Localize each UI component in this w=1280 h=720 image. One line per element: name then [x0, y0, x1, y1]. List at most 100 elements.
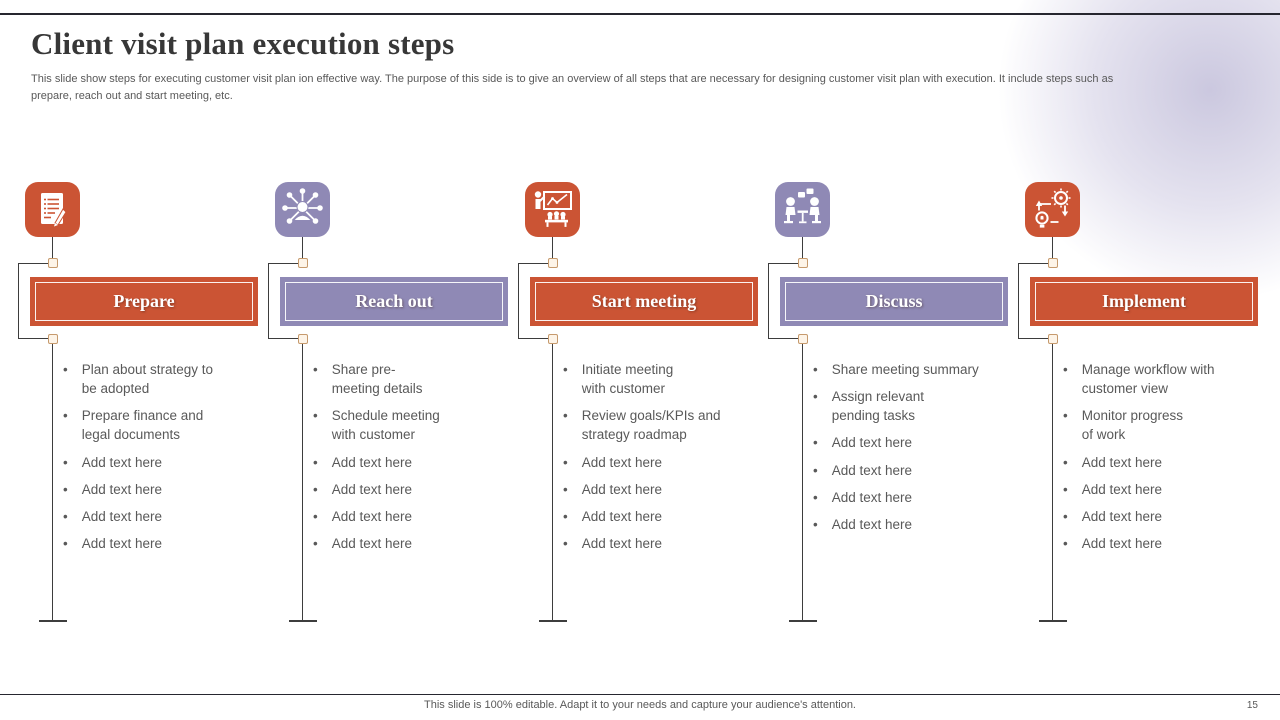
- connector-line: [552, 343, 553, 620]
- connector-line: [1052, 343, 1053, 620]
- list-item: Add text here: [63, 534, 263, 553]
- step-column-start-meeting: Start meeting Initiate meeting with cust…: [515, 0, 765, 645]
- connector-line: [302, 343, 303, 620]
- presentation-chart-icon: [525, 182, 580, 237]
- connector-node: [298, 258, 308, 268]
- connector-node: [798, 258, 808, 268]
- list-item: Add text here: [313, 453, 513, 472]
- list-item: Add text here: [563, 534, 763, 553]
- list-item: Review goals/KPIs and strategy roadmap: [563, 406, 763, 444]
- connector-node: [1048, 258, 1058, 268]
- step-banner-reach-out: Reach out: [280, 277, 508, 326]
- connector-line: [1018, 263, 1019, 339]
- workflow-cycle-icon: [1025, 182, 1080, 237]
- connector-node: [48, 258, 58, 268]
- list-item: Add text here: [813, 433, 1013, 452]
- connector-line: [518, 263, 519, 339]
- step-column-prepare: Prepare Plan about strategy to be adopte…: [15, 0, 265, 645]
- connector-line: [52, 237, 53, 260]
- list-item: Add text here: [563, 453, 763, 472]
- step-column-discuss: Discuss Share meeting summary Assign rel…: [765, 0, 1015, 645]
- list-item: Add text here: [813, 461, 1013, 480]
- connector-node: [798, 334, 808, 344]
- connector-line: [802, 237, 803, 260]
- list-item: Add text here: [1063, 480, 1263, 499]
- connector-line: [552, 237, 553, 260]
- connector-node: [48, 334, 58, 344]
- list-item: Add text here: [1063, 507, 1263, 526]
- connector-node: [298, 334, 308, 344]
- connector-end-tick: [539, 620, 567, 622]
- connector-line: [268, 338, 299, 339]
- page-number: 15: [1246, 700, 1258, 711]
- step-title: Implement: [1102, 291, 1186, 311]
- connector-line: [768, 263, 769, 339]
- list-item: Add text here: [313, 507, 513, 526]
- top-divider-line: [0, 13, 1280, 15]
- step-bullet-list: Initiate meeting with customer Review go…: [563, 360, 763, 561]
- list-item: Monitor progress of work: [1063, 406, 1263, 444]
- connector-line: [18, 338, 49, 339]
- connector-line: [302, 237, 303, 260]
- list-item: Add text here: [563, 480, 763, 499]
- list-item: Add text here: [813, 515, 1013, 534]
- connector-end-tick: [39, 620, 67, 622]
- list-item: Assign relevant pending tasks: [813, 387, 1013, 425]
- connector-line: [1018, 263, 1049, 264]
- slide-header: Client visit plan execution steps This s…: [31, 26, 1226, 104]
- connector-line: [518, 263, 549, 264]
- connector-node: [548, 334, 558, 344]
- footer-divider-line: [0, 694, 1280, 695]
- list-item: Add text here: [1063, 534, 1263, 553]
- list-item: Add text here: [1063, 453, 1263, 472]
- list-item: Plan about strategy to be adopted: [63, 360, 263, 398]
- step-banner-start-meeting: Start meeting: [530, 277, 758, 326]
- connector-line: [518, 338, 549, 339]
- connector-line: [1018, 338, 1049, 339]
- network-person-icon: [275, 182, 330, 237]
- connector-line: [18, 263, 49, 264]
- banner-inner-border: [35, 282, 253, 321]
- connector-node: [548, 258, 558, 268]
- connector-line: [802, 343, 803, 620]
- list-item: Share pre- meeting details: [313, 360, 513, 398]
- list-item: Prepare finance and legal documents: [63, 406, 263, 444]
- step-bullet-list: Share meeting summary Assign relevant pe…: [813, 360, 1013, 542]
- document-pen-icon: [25, 182, 80, 237]
- step-title: Discuss: [865, 291, 923, 311]
- banner-inner-border: [535, 282, 753, 321]
- connector-line: [18, 263, 19, 339]
- list-item: Manage workflow with customer view: [1063, 360, 1263, 398]
- list-item: Add text here: [63, 480, 263, 499]
- list-item: Add text here: [563, 507, 763, 526]
- step-title: Start meeting: [591, 291, 697, 311]
- step-bullet-list: Manage workflow with customer view Monit…: [1063, 360, 1263, 561]
- connector-line: [1052, 237, 1053, 260]
- step-bullet-list: Share pre- meeting details Schedule meet…: [313, 360, 513, 561]
- step-bullet-list: Plan about strategy to be adopted Prepar…: [63, 360, 263, 561]
- connector-line: [268, 263, 299, 264]
- list-item: Add text here: [813, 488, 1013, 507]
- step-banner-implement: Implement: [1030, 277, 1258, 326]
- connector-end-tick: [289, 620, 317, 622]
- connector-end-tick: [1039, 620, 1067, 622]
- step-title: Prepare: [113, 291, 175, 311]
- step-column-reach-out: Reach out Share pre- meeting details Sch…: [265, 0, 515, 645]
- list-item: Share meeting summary: [813, 360, 1013, 379]
- list-item: Initiate meeting with customer: [563, 360, 763, 398]
- list-item: Add text here: [63, 507, 263, 526]
- slide-description: This slide show steps for executing cust…: [31, 73, 1114, 102]
- list-item: Add text here: [313, 534, 513, 553]
- discussion-table-icon: [775, 182, 830, 237]
- list-item: Add text here: [313, 480, 513, 499]
- page-title: Client visit plan execution steps: [31, 26, 455, 61]
- process-diagram: Prepare Plan about strategy to be adopte…: [0, 0, 1280, 660]
- step-column-implement: Implement Manage workflow with customer …: [1015, 0, 1265, 645]
- step-banner-discuss: Discuss: [780, 277, 1008, 326]
- connector-node: [1048, 334, 1058, 344]
- list-item: Schedule meeting with customer: [313, 406, 513, 444]
- connector-line: [268, 263, 269, 339]
- connector-line: [52, 343, 53, 620]
- step-banner-prepare: Prepare: [30, 277, 258, 326]
- list-item: Add text here: [63, 453, 263, 472]
